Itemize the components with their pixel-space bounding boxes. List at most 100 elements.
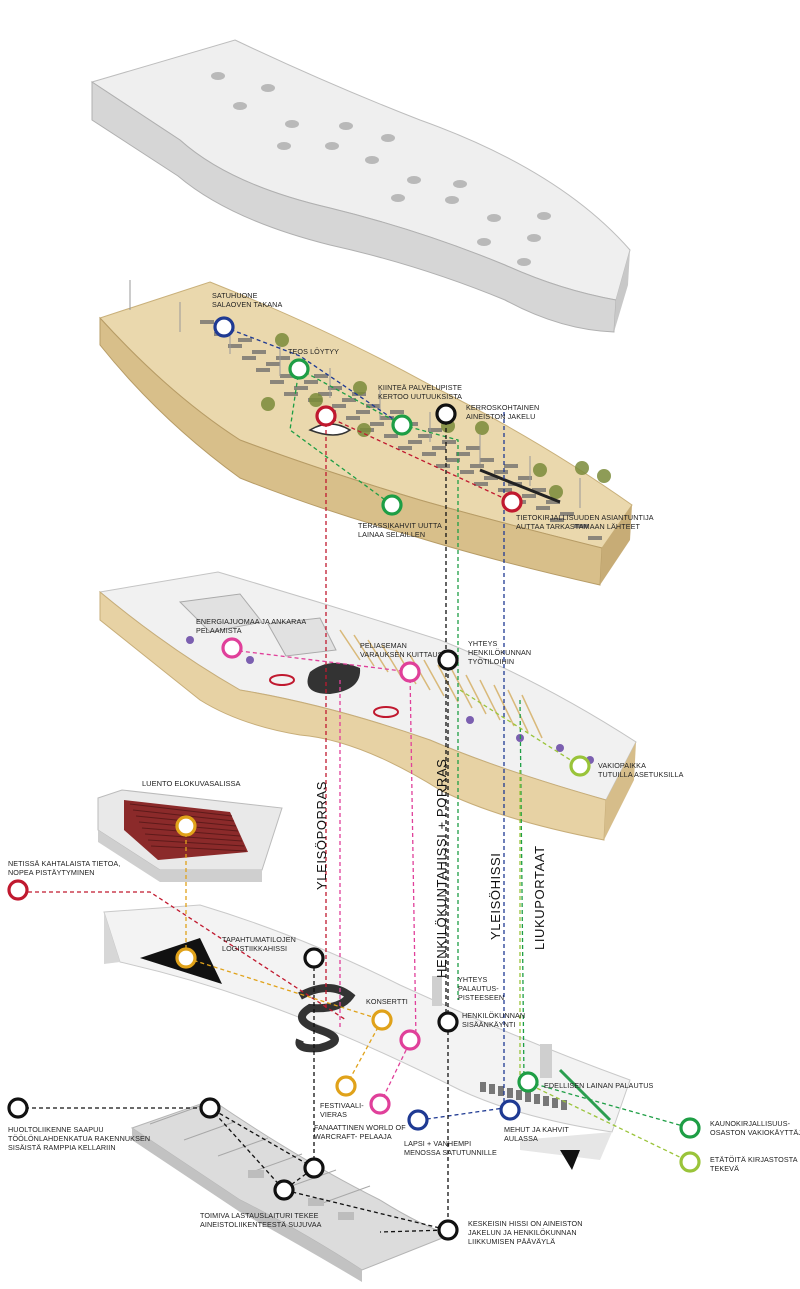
marker-black	[437, 1011, 459, 1033]
desk	[460, 470, 474, 474]
room	[248, 1170, 264, 1178]
label-line: LOGISTIIKKAHISSI	[222, 944, 287, 953]
desk	[574, 524, 588, 528]
marker-blue	[499, 1099, 521, 1121]
marker-black	[303, 1157, 325, 1179]
marker-green	[391, 414, 413, 436]
label-line: AINEISTON JAKELU	[466, 412, 535, 421]
label-line: AUTTAA TARKASTAMAAN LÄHTEET	[516, 522, 640, 531]
marker-black	[273, 1179, 295, 1201]
desk	[384, 434, 398, 438]
desk	[294, 386, 308, 390]
desk	[532, 488, 546, 492]
timber	[423, 659, 445, 697]
seat-row	[150, 845, 247, 852]
label-line: PISTEESEEN	[458, 993, 504, 1002]
ring	[373, 706, 399, 718]
label-line: HENKILÖKUNNAN	[462, 1011, 525, 1020]
timber	[507, 689, 529, 733]
tree	[475, 421, 489, 435]
timber	[367, 639, 389, 673]
label-line: KERTOO UUTUUKSISTA	[378, 392, 462, 401]
label-line: LUENTO ELOKUVASALISSA	[142, 779, 241, 788]
seat-row	[132, 809, 235, 822]
label-line: TIETOKIRJALLISUUDEN ASIANTUNTIJA	[516, 513, 654, 522]
desk	[280, 374, 294, 378]
label-line: KONSERTTI	[366, 997, 408, 1006]
timber	[353, 634, 375, 667]
skylight	[537, 212, 551, 220]
connector-green	[519, 699, 525, 1083]
tree	[533, 463, 547, 477]
marker-orange	[175, 947, 197, 969]
label-line: KESKEISIN HISSI ON AINEISTON	[468, 1219, 583, 1228]
label-line: KAUNOKIRJALLISUUS-	[710, 1119, 791, 1128]
desk	[466, 446, 480, 450]
connector-pink	[379, 1041, 411, 1105]
room	[267, 617, 337, 657]
skylight	[487, 214, 501, 222]
marker-green	[288, 358, 310, 380]
desk	[546, 500, 560, 504]
label-teos: TEOS LÖYTYY	[288, 347, 339, 356]
marker-pink	[399, 1029, 421, 1051]
desk	[266, 362, 280, 366]
tree	[275, 333, 289, 347]
skylight	[517, 258, 531, 266]
marker-blue	[213, 316, 235, 338]
desk	[238, 338, 252, 342]
desk	[370, 422, 384, 426]
wall	[285, 1169, 337, 1189]
tree	[353, 381, 367, 395]
marker-blue	[407, 1109, 429, 1131]
desk	[318, 392, 332, 396]
desk	[456, 452, 470, 456]
desk	[504, 464, 518, 468]
label-line: TEOS LÖYTYY	[288, 347, 339, 356]
marker-green	[517, 1071, 539, 1093]
shelf	[561, 1100, 567, 1110]
label-line: LIIKKUMISEN PÄÄVÄYLÄ	[468, 1237, 555, 1246]
tree	[309, 393, 323, 407]
desk	[346, 416, 360, 420]
label-line: YHTEYS	[468, 639, 497, 648]
connector-green	[401, 424, 459, 1000]
label-line: NETISSÄ KAHTALAISTA TIETOA,	[8, 859, 120, 868]
label-line: PELIASEMAN	[360, 641, 407, 650]
label-line: YHTEYS	[458, 975, 487, 984]
timber	[465, 674, 487, 715]
label-line: AINEISTOLIIKENTEESTÄ SUJUVAA	[200, 1220, 322, 1229]
core	[540, 1044, 552, 1078]
wall	[149, 1105, 201, 1125]
connector-red	[325, 415, 513, 503]
room	[308, 1198, 324, 1206]
label-line: MEHUT JA KAHVIT	[504, 1125, 569, 1134]
desk	[442, 440, 456, 444]
seat-row	[144, 833, 243, 842]
label-line: TOIMIVA LASTAUSLAITURI TEKEE	[200, 1211, 319, 1220]
marker-orange	[371, 1009, 393, 1031]
top-floor-slab	[99, 281, 633, 586]
label-line: NOPEA PISTÄYTYMINEN	[8, 868, 95, 877]
desk	[422, 452, 436, 456]
desk	[418, 434, 432, 438]
label-luento: LUENTO ELOKUVASALISSA	[142, 779, 241, 788]
desk	[436, 464, 450, 468]
label-line: PELAAMISTA	[196, 626, 242, 635]
skylight	[445, 196, 459, 204]
timber	[339, 629, 361, 661]
label-line: VIERAS	[320, 1110, 347, 1119]
label-line: FANAATTINEN WORLD OF	[314, 1123, 406, 1132]
skylight	[277, 142, 291, 150]
connector-green	[527, 1081, 691, 1129]
label-line: TÖÖLÖNLAHDENKATUA RAKENNUKSEN	[8, 1134, 150, 1143]
